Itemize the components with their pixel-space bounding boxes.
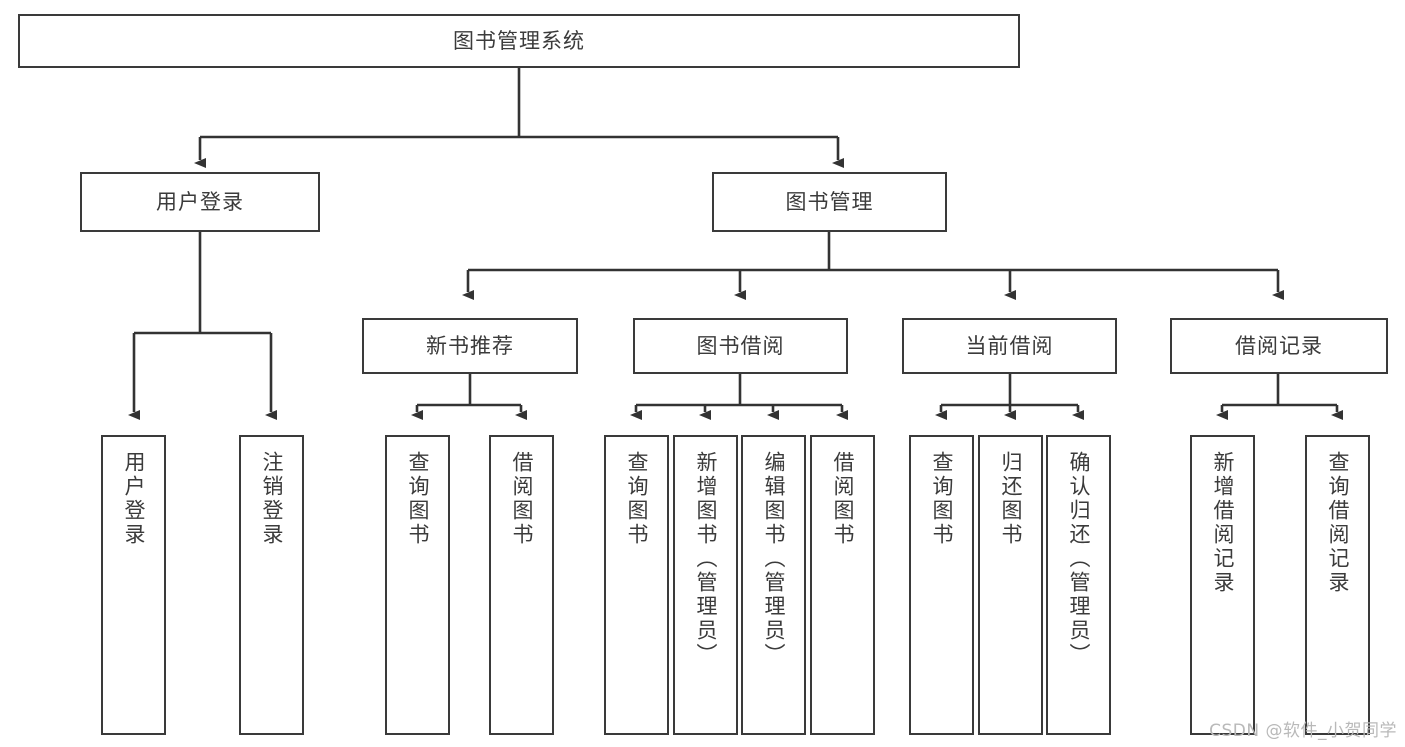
leaf-borrow-record-query[interactable]: 查询借阅记录 — [1305, 435, 1370, 735]
leaf-new-book-borrow[interactable]: 借阅图书 — [489, 435, 554, 735]
node-label: 查询图书 — [930, 451, 955, 547]
node-label: 查询图书 — [625, 451, 650, 547]
node-label: 图书借阅 — [696, 333, 785, 358]
node-label: 注销登录 — [260, 451, 285, 547]
node-label: 借阅图书 — [510, 451, 535, 547]
leaf-current-borrow-confirm-return[interactable]: 确认归还（管理员） — [1046, 435, 1111, 735]
node-label: 借阅图书 — [831, 451, 856, 547]
node-current-borrow[interactable]: 当前借阅 — [902, 318, 1117, 374]
node-label: 图书管理系统 — [453, 28, 585, 53]
node-root-book-management-system[interactable]: 图书管理系统 — [18, 14, 1020, 68]
leaf-new-book-query[interactable]: 查询图书 — [385, 435, 450, 735]
node-book-management[interactable]: 图书管理 — [712, 172, 947, 232]
leaf-book-borrow-borrow[interactable]: 借阅图书 — [810, 435, 875, 735]
leaf-book-borrow-edit[interactable]: 编辑图书（管理员） — [741, 435, 806, 735]
node-user-login[interactable]: 用户登录 — [80, 172, 320, 232]
node-label: 用户登录 — [122, 451, 147, 547]
node-label: 新书推荐 — [426, 333, 514, 358]
node-label: 归还图书 — [999, 451, 1024, 547]
leaf-borrow-record-add[interactable]: 新增借阅记录 — [1190, 435, 1255, 735]
node-label: 确认归还（管理员） — [1067, 451, 1092, 667]
leaf-book-borrow-add[interactable]: 新增图书（管理员） — [673, 435, 738, 735]
node-label: 新增图书（管理员） — [694, 451, 719, 667]
leaf-user-login-logout[interactable]: 注销登录 — [239, 435, 304, 735]
node-label: 查询借阅记录 — [1326, 451, 1351, 595]
node-label: 图书管理 — [785, 189, 874, 214]
node-label: 用户登录 — [156, 189, 244, 214]
node-label: 查询图书 — [406, 451, 431, 547]
node-label: 借阅记录 — [1235, 333, 1323, 358]
leaf-book-borrow-query[interactable]: 查询图书 — [604, 435, 669, 735]
node-label: 编辑图书（管理员） — [762, 451, 787, 667]
leaf-current-borrow-return[interactable]: 归还图书 — [978, 435, 1043, 735]
node-borrow-record[interactable]: 借阅记录 — [1170, 318, 1388, 374]
node-label: 当前借阅 — [965, 333, 1054, 358]
watermark: CSDN @软件_小贺同学 — [1209, 721, 1397, 741]
node-new-book-recommend[interactable]: 新书推荐 — [362, 318, 578, 374]
leaf-user-login-login[interactable]: 用户登录 — [101, 435, 166, 735]
leaf-current-borrow-query[interactable]: 查询图书 — [909, 435, 974, 735]
node-label: 新增借阅记录 — [1211, 451, 1236, 595]
node-book-borrow[interactable]: 图书借阅 — [633, 318, 848, 374]
